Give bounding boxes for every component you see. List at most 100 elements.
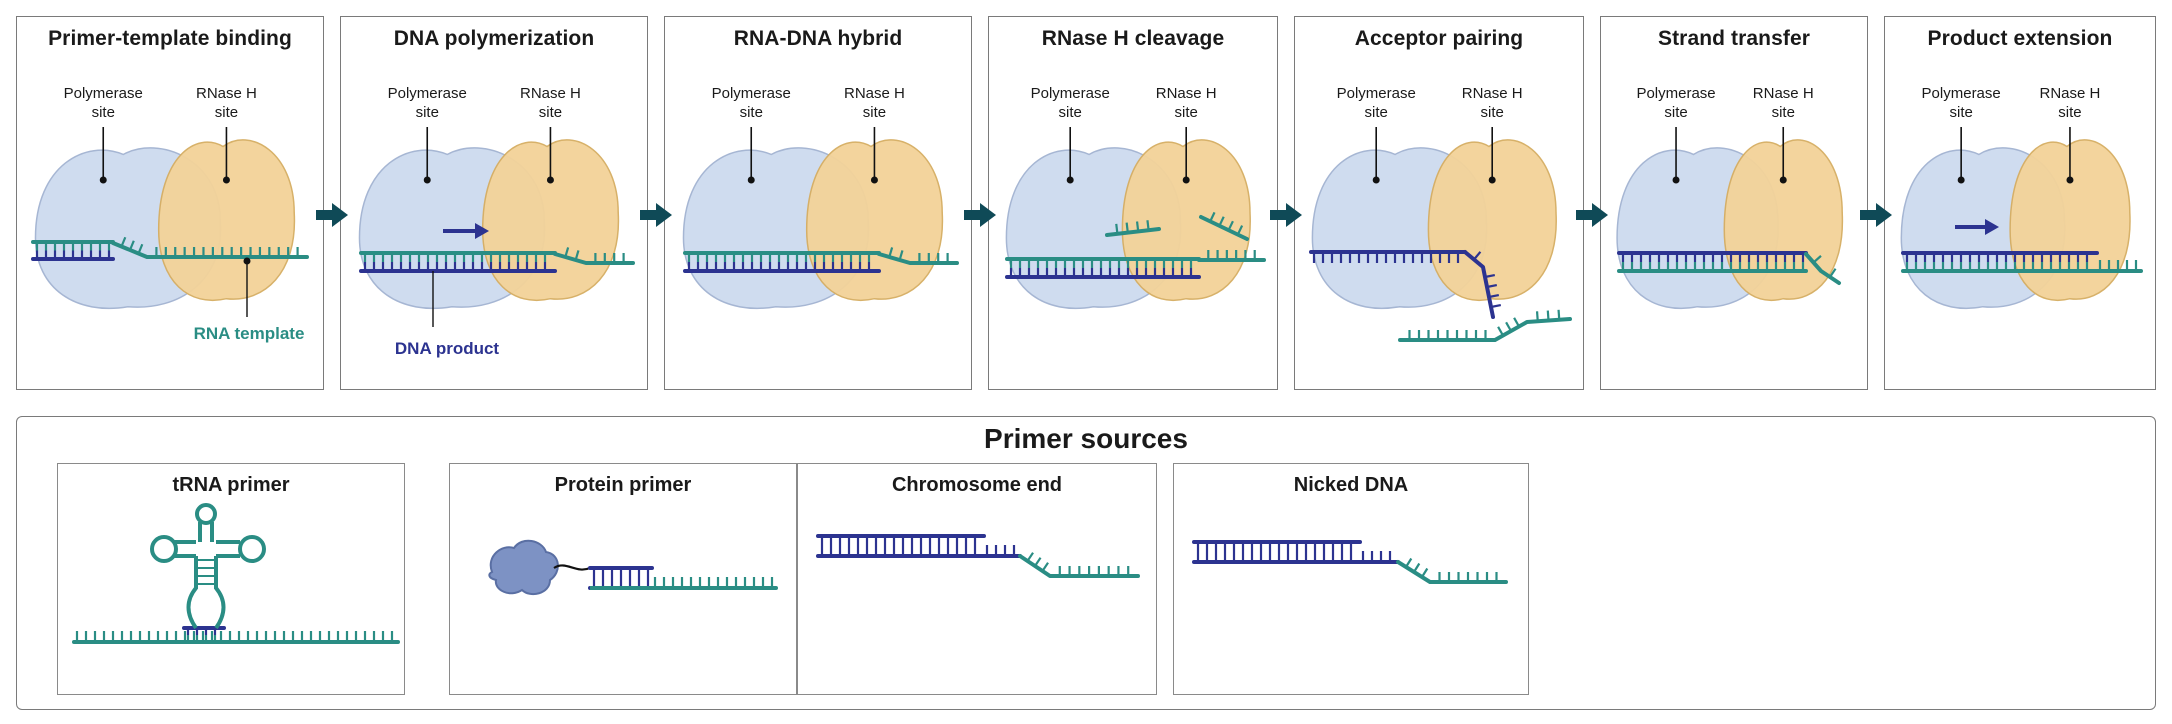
trna-primer-diagram	[72, 503, 400, 644]
step-title: DNA polymerization	[393, 27, 595, 50]
dna-minus-strand	[1309, 250, 1467, 263]
protein-linker	[553, 564, 591, 571]
extended-duplex	[1901, 251, 2099, 273]
protein-primer-diagram	[488, 539, 778, 596]
flow-arrow	[1270, 203, 1302, 227]
overhang-strand	[982, 545, 1022, 558]
polymerase-site-dot	[99, 176, 107, 184]
polymerization-arrowhead	[475, 223, 489, 239]
rna-template-overhang	[553, 247, 635, 265]
rnase-h-site-dot	[1488, 176, 1496, 184]
rna-template-label: RNA template	[194, 324, 305, 343]
polymerase-site-dot	[1066, 176, 1074, 184]
nicked-duplex	[1192, 540, 1362, 564]
growing-hybrid	[359, 251, 557, 273]
telomere-template	[1018, 552, 1140, 578]
step-title: Product extension	[1927, 27, 2113, 50]
protein-primed-duplex	[588, 566, 654, 590]
rna-template-dot	[243, 257, 251, 265]
rnase-h-domain	[157, 139, 296, 301]
rnase-h-domain	[481, 139, 620, 301]
chromosome-duplex	[816, 534, 986, 558]
rna-dna-hybrid	[683, 251, 881, 273]
polymerase-site-dot	[1372, 176, 1380, 184]
rnase-h-site-dot	[222, 176, 230, 184]
trna-cloverleaf	[150, 503, 266, 630]
transferred-duplex	[1617, 251, 1808, 273]
primer-protein	[488, 539, 559, 596]
rna-template-strand	[111, 236, 309, 259]
flow-arrow	[1860, 203, 1892, 227]
trna-primer-panel: tRNA primer	[57, 463, 405, 695]
rna-template-strand	[72, 631, 400, 644]
chromosome-end-title: Chromosome end	[891, 474, 1063, 496]
rna-fragment-1	[1105, 220, 1161, 237]
rnase-h-site-dot	[870, 176, 878, 184]
acceptor-rna-template	[1398, 309, 1572, 342]
polymerase-site-dot	[747, 176, 755, 184]
trna-primer-title: tRNA primer	[172, 474, 290, 496]
chromosome-end-panel: Chromosome end	[797, 463, 1157, 695]
rnase-h-site-dot	[546, 176, 554, 184]
rnase-h-site-dot	[1182, 176, 1190, 184]
chromosome-end-diagram	[816, 534, 1140, 578]
step-title: RNase H cleavage	[1041, 27, 1225, 50]
step-title: Acceptor pairing	[1354, 27, 1524, 50]
step-title: Primer-template binding	[48, 27, 292, 50]
template-remainder	[2095, 260, 2143, 273]
dna-3prime-end	[1463, 250, 1502, 319]
nicked-dna-diagram	[1192, 540, 1508, 584]
step-title: RNA-DNA hybrid	[733, 27, 903, 50]
rnase-h-site-dot	[1779, 176, 1787, 184]
polymerase-site-dot	[1957, 176, 1965, 184]
polymerase-site-dot	[423, 176, 431, 184]
rna-remainder	[1197, 250, 1266, 262]
step-title: Strand transfer	[1657, 27, 1811, 50]
extension-arrowhead	[1985, 219, 1999, 235]
protein-primer-panel: Protein primer	[449, 463, 797, 695]
nick-strand	[1358, 551, 1400, 564]
rnase-h-domain	[1427, 139, 1557, 301]
rnase-h-site-dot	[2066, 176, 2074, 184]
nicked-dna-panel: Nicked DNA	[1173, 463, 1529, 695]
nicked-dna-title: Nicked DNA	[1293, 474, 1409, 496]
rnase-h-domain	[805, 139, 944, 301]
displaced-template	[1396, 557, 1508, 584]
rna-fragment-2	[1199, 211, 1249, 241]
flow-arrow	[316, 203, 348, 227]
dna-product-label: DNA product	[395, 339, 500, 358]
protein-primer-title: Protein primer	[554, 474, 692, 496]
flow-arrow	[1576, 203, 1608, 227]
primer-template-duplex	[31, 240, 115, 261]
polymerase-site-dot	[1672, 176, 1680, 184]
hybrid-after-cleavage	[1005, 257, 1201, 279]
template-overhang	[650, 577, 778, 590]
